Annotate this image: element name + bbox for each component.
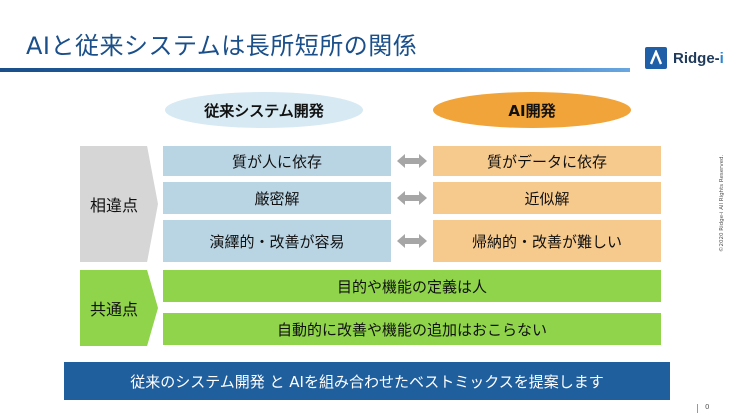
double-arrow-icon (397, 191, 427, 205)
logo-wordmark: Ridge-i (673, 50, 724, 67)
ai-solution: 近似解 (433, 182, 661, 214)
conventional-quality: 質が人に依存 (163, 146, 391, 176)
page-number: 0 (705, 403, 710, 411)
double-arrow-icon (397, 234, 427, 248)
header-conventional-dev: 従来システム開発 (165, 92, 363, 128)
logo-text: Ridge- (673, 49, 720, 67)
page-number-divider (697, 404, 698, 413)
header-ai-dev: AI開発 (433, 92, 631, 128)
common-point-definition: 目的や機能の定義は人 (163, 270, 661, 302)
double-arrow-icon (397, 154, 427, 168)
ai-improvement: 帰納的・改善が難しい (433, 220, 661, 262)
conventional-improvement: 演繹的・改善が容易 (163, 220, 391, 262)
ridge-i-logo-icon (645, 47, 667, 69)
slide-title: AIと従来システムは長所短所の関係 (26, 32, 418, 60)
common-points-label: 共通点 (80, 270, 158, 346)
common-point-no-auto-improve: 自動的に改善や機能の追加はおこらない (163, 313, 661, 345)
ai-quality: 質がデータに依存 (433, 146, 661, 176)
title-underline (0, 68, 630, 72)
conventional-solution: 厳密解 (163, 182, 391, 214)
copyright-notice: ©2020 Ridge-i All Rights Reserved. (719, 154, 725, 252)
ridge-i-logo: Ridge-i (645, 47, 724, 69)
logo-accent: i (719, 49, 724, 67)
proposal-banner: 従来のシステム開発 と AIを組み合わせたベストミックスを提案します (64, 362, 670, 400)
differences-label: 相違点 (80, 146, 158, 262)
